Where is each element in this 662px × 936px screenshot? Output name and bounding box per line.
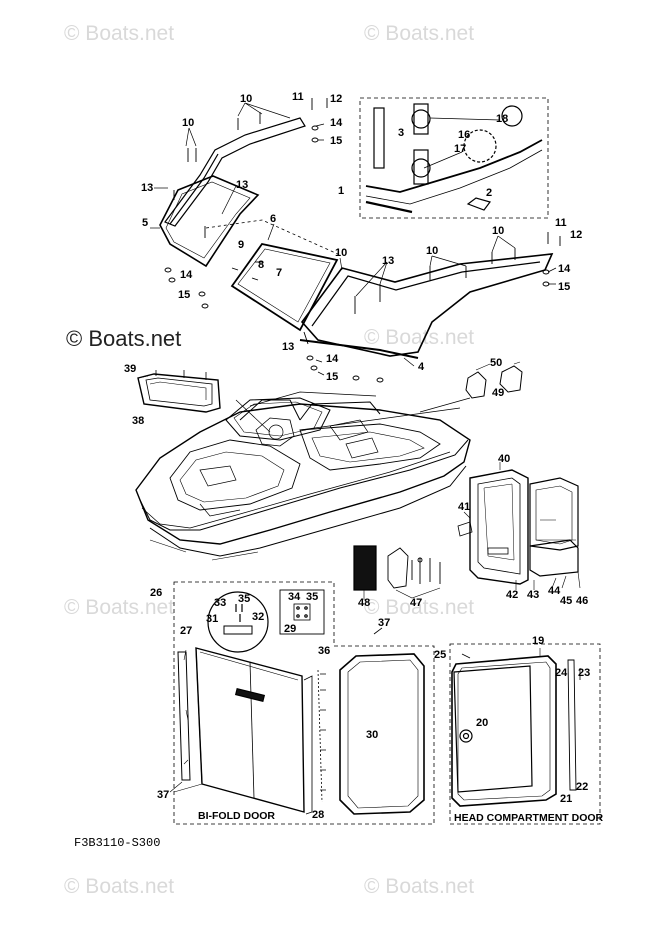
callout-48: 48 [358, 597, 371, 609]
callout-37: 37 [157, 789, 170, 801]
callout-1: 1 [338, 185, 345, 197]
callout-30: 30 [366, 729, 379, 741]
callout-15: 15 [330, 135, 343, 147]
callout-10: 10 [240, 93, 253, 105]
callout-43: 43 [527, 589, 540, 601]
door-frame-30 [339, 653, 425, 815]
watermark: © Boats.net [64, 875, 175, 898]
callout-27: 27 [180, 625, 193, 637]
callout-21: 21 [560, 793, 573, 805]
callout-35: 35 [306, 591, 319, 603]
callout-8: 8 [258, 259, 265, 271]
brackets [465, 361, 523, 399]
callout-41: 41 [458, 501, 471, 513]
callout-16: 16 [458, 129, 471, 141]
callout-13: 13 [236, 179, 249, 191]
callout-17: 17 [454, 143, 467, 155]
bifold-section-box [173, 581, 435, 825]
windshield-left-upper [164, 117, 306, 227]
bifold-door [177, 647, 326, 815]
callout-14: 14 [330, 117, 343, 129]
boat-hull [135, 391, 471, 557]
callout-13: 13 [282, 341, 295, 353]
callout-49: 49 [492, 387, 505, 399]
callout-36: 36 [318, 645, 331, 657]
callout-10: 10 [335, 247, 348, 259]
windshield-left-glass [159, 175, 260, 268]
side-door-assembly [457, 462, 581, 590]
hardware-set [387, 547, 441, 599]
callout-34: 34 [288, 591, 301, 603]
watermark: © Boats.net [64, 596, 175, 619]
latch-detail [207, 589, 325, 653]
figure-code: F3B3110-S300 [74, 836, 161, 850]
callout-29: 29 [284, 623, 297, 635]
head-door [451, 648, 581, 807]
callout-33: 33 [214, 597, 227, 609]
callout-50: 50 [490, 357, 503, 369]
head-section-box [449, 643, 601, 825]
callout-15: 15 [558, 281, 571, 293]
head-door-caption: HEAD COMPARTMENT DOOR [454, 812, 604, 824]
watermark: © Boats.net [364, 326, 475, 349]
watermark: © Boats.net [64, 22, 175, 45]
callout-7: 7 [276, 267, 283, 279]
callout-25: 25 [434, 649, 447, 661]
callout-5: 5 [142, 217, 149, 229]
callout-44: 44 [548, 585, 561, 597]
callout-42: 42 [506, 589, 519, 601]
callout-14: 14 [326, 353, 339, 365]
watermark: © Boats.net [66, 326, 182, 351]
callout-24: 24 [555, 667, 568, 679]
bifold-door-caption: BI-FOLD DOOR [198, 810, 275, 822]
callout-35: 35 [238, 593, 251, 605]
callout-14: 14 [558, 263, 571, 275]
callout-15: 15 [326, 371, 339, 383]
callout-19: 19 [532, 635, 545, 647]
callout-10: 10 [426, 245, 439, 257]
callout-3: 3 [398, 127, 405, 139]
fasteners-left [164, 98, 561, 383]
watermark: © Boats.net [364, 875, 475, 898]
callout-9: 9 [238, 239, 245, 251]
callout-31: 31 [206, 613, 219, 625]
callout-47: 47 [410, 597, 423, 609]
callout-28: 28 [312, 809, 325, 821]
watermark: © Boats.net [364, 596, 475, 619]
callout-10: 10 [182, 117, 195, 129]
callout-12: 12 [570, 229, 583, 241]
callout-22: 22 [576, 781, 589, 793]
callout-2: 2 [486, 187, 493, 199]
callout-23: 23 [578, 667, 591, 679]
callout-10: 10 [492, 225, 505, 237]
callout-4: 4 [418, 361, 425, 373]
callout-46: 46 [576, 595, 589, 607]
callout-18: 18 [496, 113, 509, 125]
storage-tray [137, 370, 221, 413]
callout-37: 37 [378, 617, 391, 629]
windshield-right-glass [299, 253, 554, 359]
callout-38: 38 [132, 415, 145, 427]
callout-45: 45 [560, 595, 573, 607]
vent-window [230, 242, 339, 332]
leader-lines-upper [150, 102, 557, 376]
callout-11: 11 [555, 217, 567, 229]
callout-39: 39 [124, 363, 137, 375]
watermark: © Boats.net [364, 22, 475, 45]
callout-15: 15 [178, 289, 191, 301]
callout-11: 11 [292, 91, 304, 103]
callout-26: 26 [150, 587, 163, 599]
callout-6: 6 [270, 213, 277, 225]
callout-13: 13 [141, 182, 154, 194]
callout-12: 12 [330, 93, 343, 105]
callout-14: 14 [180, 269, 193, 281]
callout-20: 20 [476, 717, 489, 729]
callout-32: 32 [252, 611, 265, 623]
callout-40: 40 [498, 453, 511, 465]
pad [353, 545, 377, 591]
detail-inset [359, 97, 549, 219]
callout-13: 13 [382, 255, 395, 267]
